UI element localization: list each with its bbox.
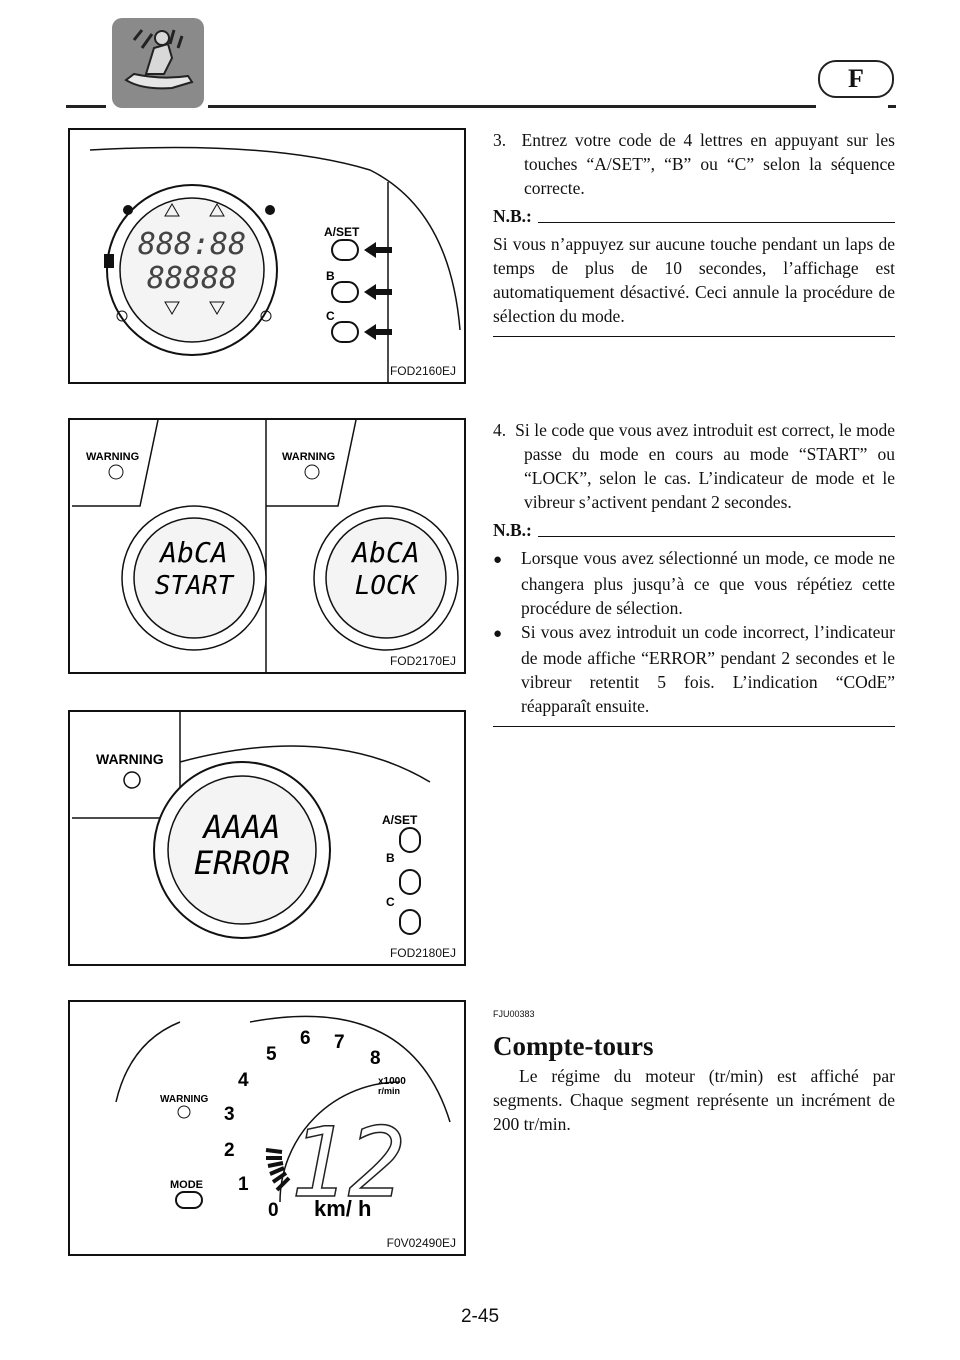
scale-8: 8 <box>370 1048 381 1069</box>
figure-start-lock: WARNING WARNING AbCA START AbCA LOCK FOD… <box>68 418 466 674</box>
nb-1-text: Si vous n’appuyez sur aucune touche pend… <box>493 234 895 326</box>
nb-heading: N.B.: <box>493 204 895 228</box>
b-button <box>331 281 359 303</box>
speed-display: 12 <box>290 1107 406 1219</box>
scale-6: 6 <box>300 1028 311 1049</box>
b-label: B <box>386 851 395 865</box>
multiplier-label: x1000 <box>378 1076 406 1087</box>
a-set-label: A/SET <box>382 813 418 827</box>
fuel-icon <box>104 254 114 268</box>
b-label: B <box>326 269 335 283</box>
bullet-item: ● Lorsque vous avez sélectionné un mode, … <box>493 546 895 620</box>
step-3: 3. Entrez votre code de 4 lettres en app… <box>493 128 895 200</box>
rpm-scale: 0 1 2 3 4 5 6 7 8 <box>224 1028 381 1221</box>
figure-code-entry: 888:88 88888 A/SET B C FOD2160EJ <box>68 128 466 384</box>
rpm-unit-label: r/min <box>378 1086 400 1096</box>
scale-7: 7 <box>334 1032 345 1053</box>
step-4-text: Si le code que vous avez introduit est c… <box>515 420 895 512</box>
bullet-icon: ● <box>493 626 503 642</box>
lcd-top-digits: 888:88 <box>138 227 246 262</box>
right-mode: LOCK <box>355 571 420 601</box>
tachometer-section: FJU00383 Compte-tours Le régime du moteu… <box>493 1000 895 1136</box>
figure-label: F0V02490EJ <box>386 1236 456 1250</box>
bullet-item: ● Si vous avez introduit un code incorrec… <box>493 620 895 718</box>
header-rule-left <box>66 105 106 108</box>
figure-label: FOD2170EJ <box>389 654 456 668</box>
scale-3: 3 <box>224 1104 235 1125</box>
nb-label: N.B.: <box>493 520 532 540</box>
bullet-2-text: Si vous avez introduit un code incorrect… <box>521 622 895 716</box>
warning-label: WARNING <box>96 751 164 767</box>
a-set-button <box>399 827 421 853</box>
figure-label: FOD2160EJ <box>389 364 456 378</box>
step-4-number: 4. <box>493 420 507 440</box>
step-4: 4. Si le code que vous avez introduit es… <box>493 418 895 514</box>
a-set-label: A/SET <box>324 225 360 239</box>
scale-5: 5 <box>266 1044 277 1065</box>
scale-1: 1 <box>238 1174 249 1195</box>
c-label: C <box>386 895 395 909</box>
mode-button <box>175 1191 203 1209</box>
lcd-mode: ERROR <box>194 844 290 882</box>
lcd-code: AAAA <box>201 808 280 846</box>
page-number: 2-45 <box>460 1306 500 1327</box>
left-code: AbCA <box>158 536 227 569</box>
nb-end-rule <box>493 336 895 337</box>
right-code: AbCA <box>350 536 419 569</box>
c-button <box>399 909 421 935</box>
header-rule-end <box>888 105 896 108</box>
arrow-icons <box>364 242 392 340</box>
c-label: C <box>326 309 335 323</box>
watercraft-rider-icon <box>124 29 194 90</box>
nb-end-rule <box>493 726 895 727</box>
nb-heading: N.B.: <box>493 518 895 542</box>
mode-label: MODE <box>170 1179 203 1191</box>
b-button <box>399 869 421 895</box>
figure-error: WARNING AAAA ERROR A/SET B C FOD2180EJ <box>68 710 466 966</box>
reference-code: FJU00383 <box>493 1009 535 1019</box>
lcd-bottom-digits: 88888 <box>147 261 237 296</box>
watercraft-logo <box>112 18 204 108</box>
figure-label: FOD2180EJ <box>389 946 456 960</box>
tachometer-paragraph: Le régime du moteur (tr/min) est affiché… <box>493 1066 895 1134</box>
nb-label: N.B.: <box>493 206 532 226</box>
step-3-number: 3. <box>493 130 507 150</box>
bullet-icon: ● <box>493 552 503 568</box>
warning-label: WARNING <box>160 1094 209 1105</box>
section-badge: F <box>818 60 894 98</box>
step-3-block: 3. Entrez votre code de 4 lettres en app… <box>493 128 895 337</box>
header-rule-right <box>208 105 816 108</box>
scale-0: 0 <box>268 1200 279 1221</box>
left-mode: START <box>155 571 235 601</box>
rpm-segments <box>265 1148 291 1192</box>
warning-left: WARNING <box>86 451 139 463</box>
bullet-1-text: Lorsque vous avez sélectionné un mode, c… <box>521 548 895 618</box>
warning-right: WARNING <box>282 451 335 463</box>
figure-tachometer: WARNING MODE 0 1 2 3 4 5 6 7 8 x1000 r/m… <box>68 1000 466 1256</box>
speed-unit: km/ h <box>314 1196 371 1221</box>
step-3-text: Entrez votre code de 4 lettres en appuya… <box>521 130 895 198</box>
section-heading: Compte-tours <box>493 1031 654 1061</box>
scale-4: 4 <box>238 1070 249 1091</box>
c-button <box>331 321 359 343</box>
scale-2: 2 <box>224 1140 235 1161</box>
step-4-block: 4. Si le code que vous avez introduit es… <box>493 418 895 727</box>
a-set-button <box>331 239 359 261</box>
